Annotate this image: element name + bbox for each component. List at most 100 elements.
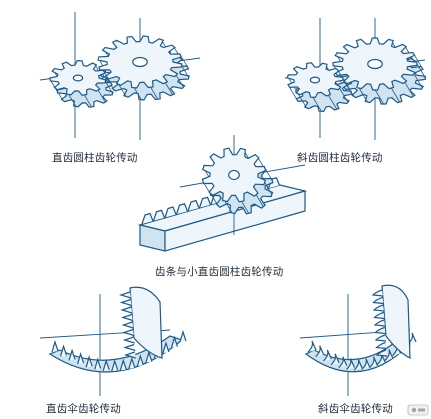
pinion-gear-hub xyxy=(228,169,240,181)
large-helical-gear-tooth-edge xyxy=(374,89,384,105)
spiral-bevel-panel: 斜齿伞齿轮传动 xyxy=(290,278,431,419)
straight-bevel-panel: 直齿伞齿轮传动 xyxy=(20,278,200,419)
small-helical-gear-tooth-edge xyxy=(312,97,322,112)
vertical-bevel-tooth xyxy=(122,328,135,337)
spiral-horizontal-tooth xyxy=(384,349,394,361)
spiral-vertical-tooth xyxy=(373,311,385,320)
pinion-gear-tooth-edge xyxy=(224,200,233,214)
rack-tooth xyxy=(175,203,189,215)
small-helical-gear-tooth-edge xyxy=(297,93,307,109)
helical-gear-caption: 斜齿圆柱齿轮传动 xyxy=(297,152,383,164)
helical-gear-illustration xyxy=(284,18,426,140)
rack-pinion-caption: 齿条与小直齿圆柱齿轮传动 xyxy=(155,266,284,278)
vertical-bevel-body xyxy=(129,286,163,359)
large-spur-gear-tooth-edge xyxy=(133,87,142,101)
horizontal-bevel-tooth xyxy=(179,330,187,343)
rack-tooth xyxy=(187,199,200,212)
rack-tooth xyxy=(164,206,177,218)
horizontal-bevel-tooth xyxy=(162,341,170,354)
large-spur-gear-tooth-edge xyxy=(180,55,189,68)
large-spur-gear-hub xyxy=(132,56,148,68)
spiral-vertical-tooth xyxy=(374,326,386,335)
straight-bevel-illustration xyxy=(39,286,187,396)
vertical-bevel-tooth xyxy=(119,298,132,307)
helical-gear-panel: 斜齿圆柱齿轮传动 xyxy=(255,0,431,170)
large-spur-gear-tooth-edge xyxy=(175,74,184,88)
spiral-horizontal-tooth xyxy=(330,353,340,366)
horizontal-bevel-tooth xyxy=(136,354,144,367)
spiral-horizontal-tooth xyxy=(353,358,363,371)
rack-pinion-illustration xyxy=(137,135,308,252)
horizontal-bevel-tooth xyxy=(77,352,85,365)
horizontal-bevel-tooth xyxy=(170,335,179,348)
pinion-gear-tooth-edge xyxy=(255,194,264,207)
spiral-vertical-tooth xyxy=(375,341,387,350)
small-spur-gear-tooth-edge xyxy=(68,94,77,107)
horizontal-bevel-tooth xyxy=(128,356,136,369)
large-spur-gear-tooth-edge xyxy=(118,84,127,97)
horizontal-bevel-tooth xyxy=(85,355,93,368)
spiral-horizontal-tooth xyxy=(369,356,379,369)
spiral-horizontal-tooth xyxy=(322,349,332,362)
pinion-gear-tooth-edge xyxy=(264,168,273,181)
horizontal-bevel-tooth xyxy=(59,344,68,357)
small-helical-gear-tooth-edge xyxy=(328,95,338,110)
watermark-logo xyxy=(407,404,429,416)
vertical-bevel-tooth xyxy=(119,291,132,299)
rack-tooth xyxy=(198,196,212,208)
spiral-horizontal-tooth xyxy=(315,345,325,358)
large-helical-gear-tooth-edge xyxy=(413,73,423,89)
horizontal-bevel-tooth xyxy=(94,357,102,370)
large-helical-gear-tooth-edge xyxy=(413,53,423,69)
rack-tooth xyxy=(141,212,154,225)
small-spur-gear-hub xyxy=(72,74,84,82)
spiral-horizontal-tooth xyxy=(361,358,371,370)
small-helical-gear-tooth-edge xyxy=(288,85,298,101)
small-helical-gear-tooth-edge xyxy=(339,88,349,103)
large-helical-gear-tooth-edge xyxy=(358,87,368,103)
vertical-bevel-tooth xyxy=(123,343,136,352)
small-spur-gear-tooth-edge xyxy=(97,89,106,103)
horizontal-bevel-tooth xyxy=(119,358,127,371)
spiral-vertical-tooth xyxy=(372,296,384,305)
horizontal-bevel-tooth xyxy=(145,350,153,363)
large-spur-gear-tooth-edge xyxy=(150,86,159,100)
vertical-bevel-tooth xyxy=(120,306,133,314)
vertical-bevel-tooth xyxy=(123,351,136,359)
spur-gear-caption: 直齿圆柱齿轮传动 xyxy=(52,152,138,164)
spur-gear-illustration xyxy=(39,12,201,140)
vertical-bevel-tooth xyxy=(122,336,135,344)
spiral-bevel-illustration xyxy=(299,284,417,396)
spiral-vertical-tooth xyxy=(372,304,385,312)
spiral-horizontal-tooth xyxy=(346,358,356,370)
large-helical-gear-hub xyxy=(367,58,383,70)
straight-bevel-caption: 直齿伞齿轮传动 xyxy=(46,403,121,415)
large-spur-gear-tooth-edge xyxy=(181,65,190,78)
small-helical-gear-hub xyxy=(309,76,321,84)
pinion-gear-tooth-edge xyxy=(210,193,219,207)
horizontal-bevel-tooth xyxy=(68,348,76,361)
small-spur-gear-tooth-edge xyxy=(83,94,92,108)
spur-gear-panel: 直齿圆柱齿轮传动 xyxy=(0,0,215,170)
rack-tooth xyxy=(152,209,166,221)
spiral-vertical-tooth xyxy=(371,289,384,297)
pinion-gear-tooth-edge xyxy=(264,182,273,195)
spiral-vertical-body xyxy=(381,284,411,359)
horizontal-bevel-tooth xyxy=(51,340,59,353)
large-helical-gear-tooth-edge xyxy=(416,63,426,79)
spiral-vertical-tooth xyxy=(375,349,388,357)
small-helical-gear-tooth-edge xyxy=(342,78,352,93)
spiral-horizontal-tooth xyxy=(307,340,317,353)
small-spur-gear-tooth-edge xyxy=(103,71,112,84)
large-helical-gear-tooth-edge xyxy=(390,87,401,103)
horizontal-bevel-tooth xyxy=(111,359,119,372)
rack-pinion-panel: 齿条与小直齿圆柱齿轮传动 xyxy=(130,135,330,285)
spiral-bevel-caption: 斜齿伞齿轮传动 xyxy=(318,403,393,415)
small-spur-gear-tooth-edge xyxy=(105,81,113,94)
large-helical-gear-tooth-edge xyxy=(404,82,414,97)
spiral-vertical-tooth xyxy=(374,334,387,342)
pinion-gear-tooth-edge xyxy=(241,201,250,214)
spiral-horizontal-tooth xyxy=(338,356,348,369)
large-spur-gear-tooth-edge xyxy=(165,82,173,95)
